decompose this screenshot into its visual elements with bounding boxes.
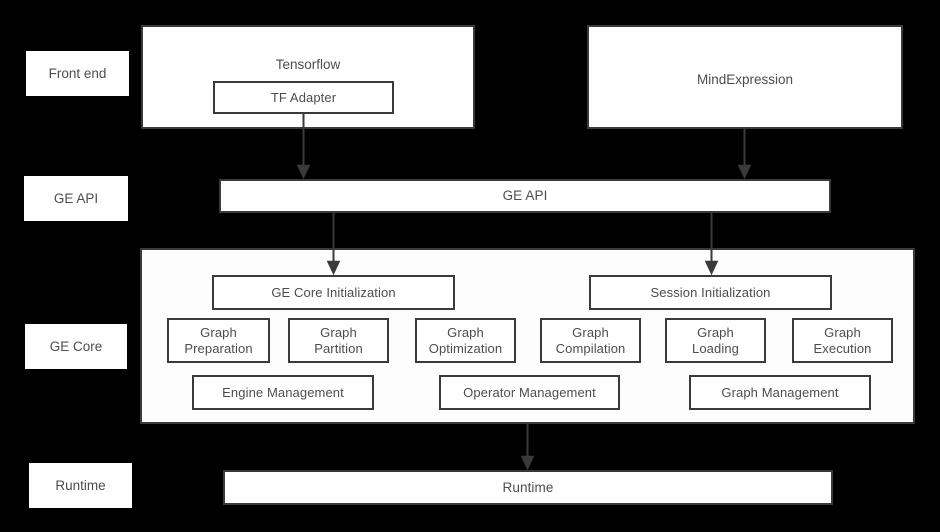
box-operator-management-label: Operator Management (463, 384, 596, 400)
box-graph-partition[interactable]: Graph Partition (288, 318, 389, 363)
box-runtime-bar[interactable]: Runtime (223, 470, 833, 505)
group-tensorflow-title: Tensorflow (275, 57, 341, 72)
group-mindexpression: MindExpression (587, 25, 903, 129)
layer-label-runtime: Runtime (29, 463, 132, 508)
layer-label-ge-core: GE Core (25, 324, 127, 369)
group-mindexpression-title: MindExpression (696, 72, 794, 87)
layer-label-ge-api-text: GE API (53, 191, 99, 206)
box-runtime-bar-label: Runtime (502, 479, 554, 495)
box-engine-management-label: Engine Management (222, 384, 344, 400)
box-graph-loading[interactable]: Graph Loading (665, 318, 766, 363)
layer-label-front-end-text: Front end (48, 66, 107, 81)
box-graph-compilation[interactable]: Graph Compilation (540, 318, 641, 363)
box-graph-preparation[interactable]: Graph Preparation (167, 318, 270, 363)
box-ge-api-bar-label: GE API (502, 188, 548, 204)
box-ge-core-initialization[interactable]: GE Core Initialization (212, 275, 455, 310)
box-ge-api-bar[interactable]: GE API (219, 179, 831, 213)
box-graph-loading-label: Graph Loading (692, 325, 739, 356)
box-graph-optimization-label: Graph Optimization (428, 325, 503, 356)
box-graph-preparation-label: Graph Preparation (184, 325, 253, 356)
box-graph-partition-label: Graph Partition (314, 325, 363, 356)
layer-label-ge-api: GE API (24, 176, 128, 221)
box-tf-adapter-label: TF Adapter (270, 89, 337, 105)
box-engine-management[interactable]: Engine Management (192, 375, 374, 410)
box-operator-management[interactable]: Operator Management (439, 375, 620, 410)
layer-label-ge-core-text: GE Core (49, 339, 103, 354)
box-graph-optimization[interactable]: Graph Optimization (415, 318, 516, 363)
box-graph-management[interactable]: Graph Management (689, 375, 871, 410)
box-tf-adapter[interactable]: TF Adapter (213, 81, 394, 114)
box-graph-compilation-label: Graph Compilation (555, 325, 626, 356)
box-graph-management-label: Graph Management (721, 384, 839, 400)
box-graph-execution[interactable]: Graph Execution (792, 318, 893, 363)
layer-label-front-end: Front end (26, 51, 129, 96)
box-graph-execution-label: Graph Execution (813, 325, 872, 356)
box-ge-core-initialization-label: GE Core Initialization (271, 284, 396, 300)
box-session-initialization-label: Session Initialization (650, 284, 771, 300)
box-session-initialization[interactable]: Session Initialization (589, 275, 832, 310)
layer-label-runtime-text: Runtime (55, 478, 106, 493)
